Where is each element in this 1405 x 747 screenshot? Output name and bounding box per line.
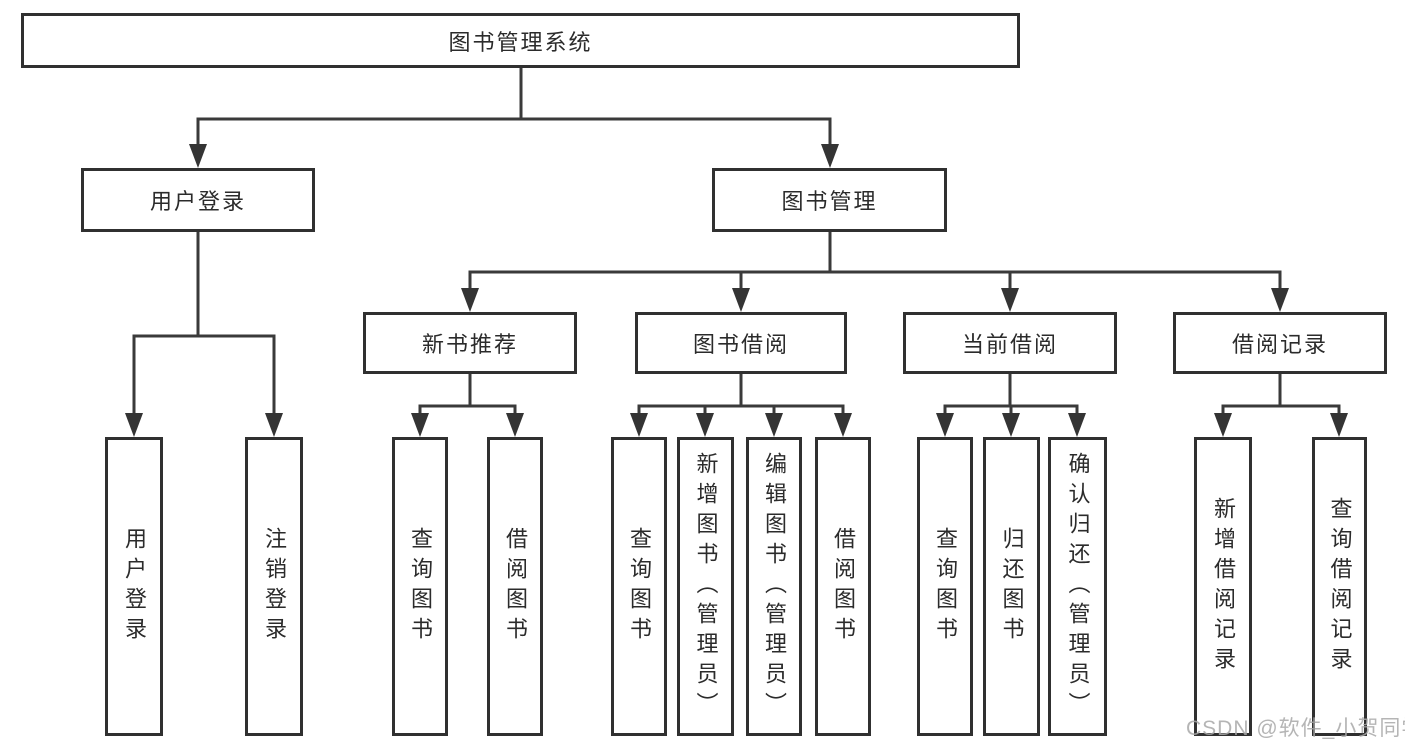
leaf-label: 用户登录 <box>122 526 147 647</box>
node-label: 图书借阅 <box>692 332 789 357</box>
leaf-label: 借阅图书 <box>503 526 528 647</box>
node-new-book-recommendation: 新书推荐 <box>363 312 577 374</box>
node-label: 用户登录 <box>149 189 246 214</box>
leaf-add-books-admin: 新增图书（管理员） <box>677 437 734 736</box>
node-book-borrowing: 图书借阅 <box>635 312 847 374</box>
level1-connectors <box>189 66 839 168</box>
leaf-query-borrow-record: 查询借阅记录 <box>1312 437 1367 736</box>
node-label: 图书管理系统 <box>448 29 593 55</box>
node-label: 新书推荐 <box>421 332 518 357</box>
leaf-label: 查询图书 <box>933 526 958 647</box>
leaf-label: 归还图书 <box>999 526 1025 647</box>
node-book-management-system: 图书管理系统 <box>21 13 1020 68</box>
leaf-label: 查询图书 <box>627 526 652 647</box>
node-borrowing-records: 借阅记录 <box>1173 312 1387 374</box>
section-leaf-connectors <box>411 372 1348 437</box>
leaf-edit-books-admin: 编辑图书（管理员） <box>746 437 802 736</box>
node-user-login-branch: 用户登录 <box>81 168 315 232</box>
leaf-label: 新增借阅记录 <box>1211 496 1236 677</box>
node-label: 借阅记录 <box>1231 332 1328 357</box>
user-login-subtree-connectors <box>125 230 283 437</box>
leaf-label: 确认归还（管理员） <box>1065 451 1091 722</box>
leaf-query-books-recommend: 查询图书 <box>392 437 448 736</box>
leaf-label: 编辑图书（管理员） <box>762 451 787 722</box>
leaf-return-books: 归还图书 <box>983 437 1040 736</box>
leaf-label: 借阅图书 <box>831 526 856 647</box>
book-management-subtree-connectors <box>461 230 1289 312</box>
csdn-watermark: CSDN @软件_小贺同学 <box>1186 717 1405 740</box>
node-current-borrowing: 当前借阅 <box>903 312 1117 374</box>
leaf-label: 新增图书（管理员） <box>693 451 719 722</box>
leaf-user-login: 用户登录 <box>105 437 163 736</box>
leaf-confirm-return-admin: 确认归还（管理员） <box>1048 437 1107 736</box>
leaf-query-books-current: 查询图书 <box>917 437 973 736</box>
leaf-add-borrow-record: 新增借阅记录 <box>1194 437 1252 736</box>
leaf-label: 注销登录 <box>262 526 287 647</box>
leaf-logout: 注销登录 <box>245 437 303 736</box>
leaf-query-books-borrowing: 查询图书 <box>611 437 667 736</box>
leaf-label: 查询借阅记录 <box>1327 496 1353 677</box>
node-label: 图书管理 <box>781 189 878 214</box>
node-book-management: 图书管理 <box>712 168 947 232</box>
leaf-borrow-books-recommend: 借阅图书 <box>487 437 543 736</box>
leaf-label: 查询图书 <box>408 526 433 647</box>
node-label: 当前借阅 <box>961 332 1058 357</box>
leaf-borrow-books: 借阅图书 <box>815 437 871 736</box>
